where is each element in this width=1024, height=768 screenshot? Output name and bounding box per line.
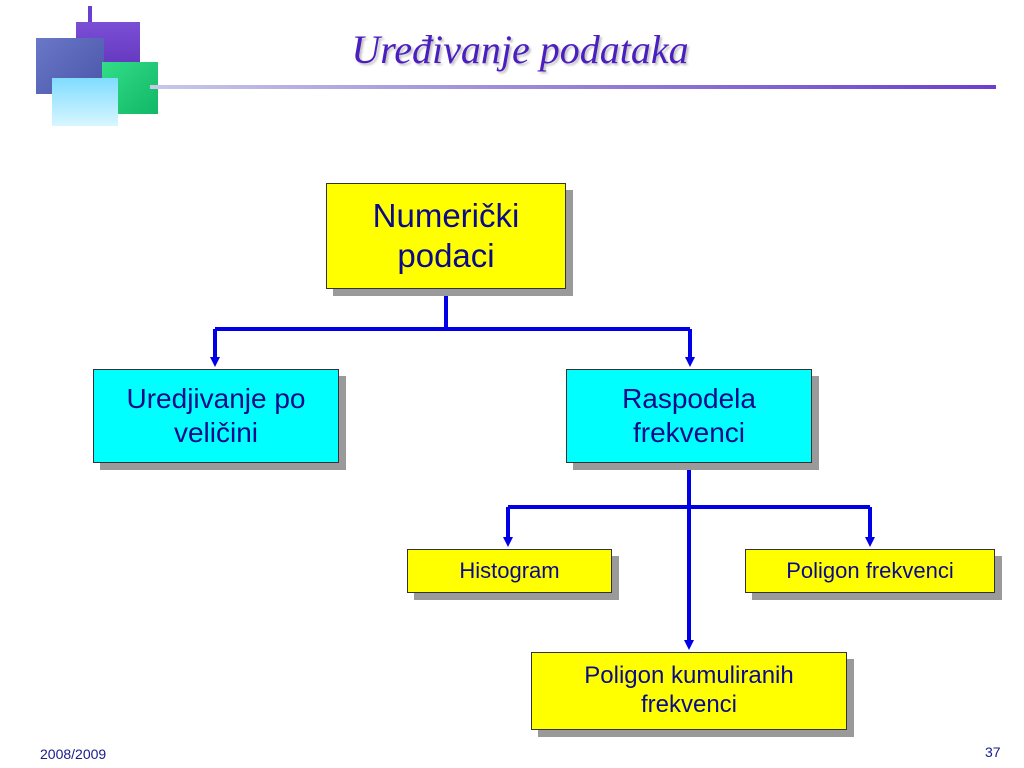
slide-title: Uređivanje podataka [351,27,689,72]
box-histogram: Histogram [407,549,612,593]
box-numericki-podaci: Numerički podaci [326,183,566,289]
box-root-label: Numerički podaci [372,197,520,274]
box-histogram-label: Histogram [459,557,560,583]
box-uredjivanje-po-velicini: Uredjivanje po veličini [93,369,339,463]
box-cumulative-label: Poligon kumuliranih frekvenci [584,662,794,718]
footer-date: 2008/2009 [40,746,107,762]
title-underline [150,85,996,89]
decor-square-cyan [52,78,118,126]
box-poligon-kumuliranih-frekvenci: Poligon kumuliranih frekvenci [531,652,847,730]
page-number: 37 [985,744,1001,760]
box-polygon-label: Poligon frekvenci [786,557,954,583]
box-raspodela-frekvenci: Raspodela frekvenci [566,369,812,463]
box-poligon-frekvenci: Poligon frekvenci [745,549,995,593]
box-left-label: Uredjivanje po veličini [126,383,306,448]
box-right-label: Raspodela frekvenci [622,383,756,448]
